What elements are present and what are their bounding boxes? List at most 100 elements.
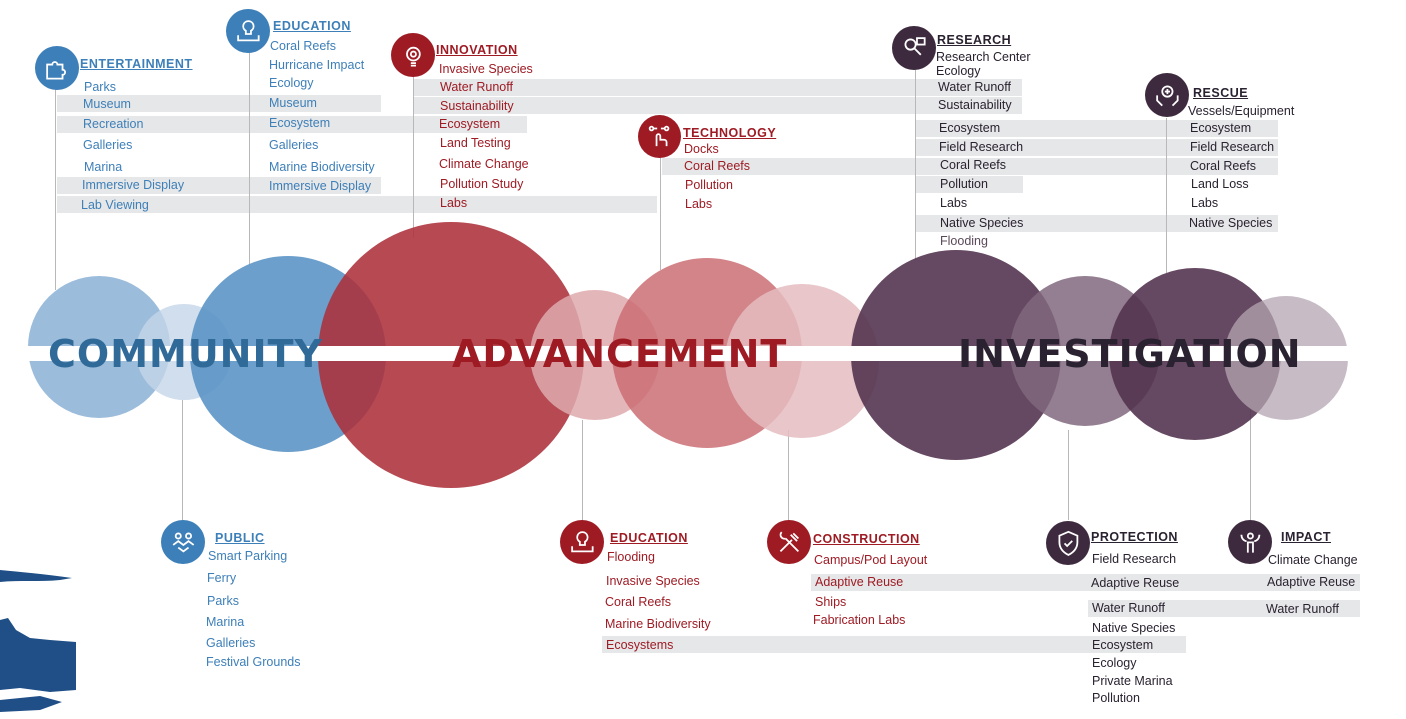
connector-line — [788, 430, 789, 530]
list-item: Coral Reefs — [940, 158, 1006, 172]
list-item: Galleries — [269, 138, 319, 152]
list-item: Museum — [269, 96, 317, 110]
list-item: Native Species — [1092, 621, 1176, 635]
row-band — [916, 139, 1278, 156]
technology-heading: TECHNOLOGY — [683, 126, 777, 140]
list-item: Water Runoff — [1092, 601, 1165, 615]
touch-circuit-icon — [638, 115, 681, 158]
connector-line — [582, 420, 583, 530]
list-item: Coral Reefs — [684, 159, 750, 173]
list-item: Flooding — [940, 234, 988, 248]
list-item: Parks — [84, 80, 116, 94]
list-item: Recreation — [83, 117, 144, 131]
list-item: Ferry — [207, 571, 237, 585]
education-bottom-heading: EDUCATION — [610, 531, 688, 545]
list-item: Water Runoff — [1266, 602, 1339, 616]
row-band — [57, 196, 657, 213]
list-item: Coral Reefs — [605, 595, 671, 609]
list-item: Parks — [207, 594, 239, 608]
row-band — [916, 176, 1023, 193]
public-heading: PUBLIC — [215, 531, 265, 545]
list-item: Labs — [1191, 196, 1219, 210]
connector-line — [660, 150, 661, 270]
wrench-hammer-icon — [767, 520, 811, 564]
list-item: Water Runoff — [440, 80, 513, 94]
list-item: Ecology — [269, 76, 314, 90]
title-investigation: INVESTIGATION — [958, 332, 1302, 376]
list-item: Native Species — [1189, 216, 1273, 230]
connector-line — [413, 68, 414, 238]
list-item: Land Loss — [1191, 177, 1249, 191]
list-item: Adaptive Reuse — [1091, 576, 1180, 590]
list-item: Marina — [206, 615, 245, 629]
list-item: Sustainability — [938, 98, 1012, 112]
center-stripe — [26, 346, 1354, 361]
row-band — [57, 116, 527, 133]
connector-line — [1068, 430, 1069, 520]
list-item: Ecosystem — [269, 116, 331, 130]
list-item: Labs — [440, 196, 468, 210]
list-item: Immersive Display — [82, 178, 185, 192]
list-item: Vessels/Equipment — [1188, 104, 1295, 118]
list-item: Land Testing — [440, 136, 511, 150]
magnifier-chart-icon — [892, 26, 936, 70]
list-item: Adaptive Reuse — [815, 575, 904, 589]
list-item: Native Species — [940, 216, 1024, 230]
list-item: Marina — [84, 160, 123, 174]
list-item: Ecology — [936, 64, 981, 78]
puzzle-icon — [35, 46, 79, 90]
connector-line — [915, 65, 916, 260]
row-band — [811, 574, 1360, 591]
list-item: Campus/Pod Layout — [814, 553, 928, 567]
research-heading: RESEARCH — [937, 33, 1012, 47]
list-item: Field Research — [1092, 552, 1177, 566]
list-item: Invasive Species — [439, 62, 533, 76]
list-item: Hurricane Impact — [269, 58, 365, 72]
list-item: Coral Reefs — [1190, 159, 1256, 173]
connector-line — [1166, 118, 1167, 273]
list-item: Ecosystems — [606, 638, 674, 652]
list-item: Sustainability — [440, 99, 514, 113]
list-item: Ecosystem — [939, 121, 1001, 135]
connector-line — [182, 400, 183, 530]
shield-check-icon — [1046, 521, 1090, 565]
handshake-people-icon — [161, 520, 205, 564]
list-item: Museum — [83, 97, 131, 111]
list-item: Field Research — [939, 140, 1024, 154]
list-item: Field Research — [1190, 140, 1275, 154]
protection-heading: PROTECTION — [1091, 530, 1178, 544]
row-band — [916, 120, 1278, 137]
list-item: Ecosystem — [439, 117, 501, 131]
gear-bulb-icon — [391, 33, 435, 77]
lightbulb-book-icon — [560, 520, 604, 564]
list-item: Ecosystem — [1190, 121, 1252, 135]
person-leaf-icon — [1228, 520, 1272, 564]
entertainment-heading: ENTERTAINMENT — [80, 57, 193, 71]
rescue-heading: RESCUE — [1193, 86, 1249, 100]
row-band — [57, 95, 381, 112]
innovation-heading: INNOVATION — [436, 43, 518, 57]
list-item: Marine Biodiversity — [269, 160, 375, 174]
list-item: Pollution Study — [440, 177, 524, 191]
list-item: Coral Reefs — [270, 39, 336, 53]
list-item: Pollution — [685, 178, 733, 192]
list-item: Immersive Display — [269, 179, 372, 193]
list-item: Marine Biodiversity — [605, 617, 711, 631]
lightbulb-book-icon — [226, 9, 270, 53]
list-item: Climate Change — [439, 157, 529, 171]
list-item: Smart Parking — [208, 549, 288, 563]
row-band — [662, 158, 1278, 175]
list-item: Pollution — [940, 177, 988, 191]
title-community: COMMUNITY — [48, 332, 324, 376]
row-band — [602, 636, 1186, 653]
list-item: Private Marina — [1092, 674, 1173, 688]
list-item: Invasive Species — [606, 574, 700, 588]
row-band — [1088, 600, 1360, 617]
list-item: Labs — [685, 197, 713, 211]
list-item: Adaptive Reuse — [1267, 575, 1356, 589]
list-item: Research Center — [936, 50, 1031, 64]
education-top-heading: EDUCATION — [273, 19, 351, 33]
row-band — [414, 97, 1022, 114]
title-advancement: ADVANCEMENT — [452, 332, 788, 376]
row-band — [414, 79, 1022, 96]
